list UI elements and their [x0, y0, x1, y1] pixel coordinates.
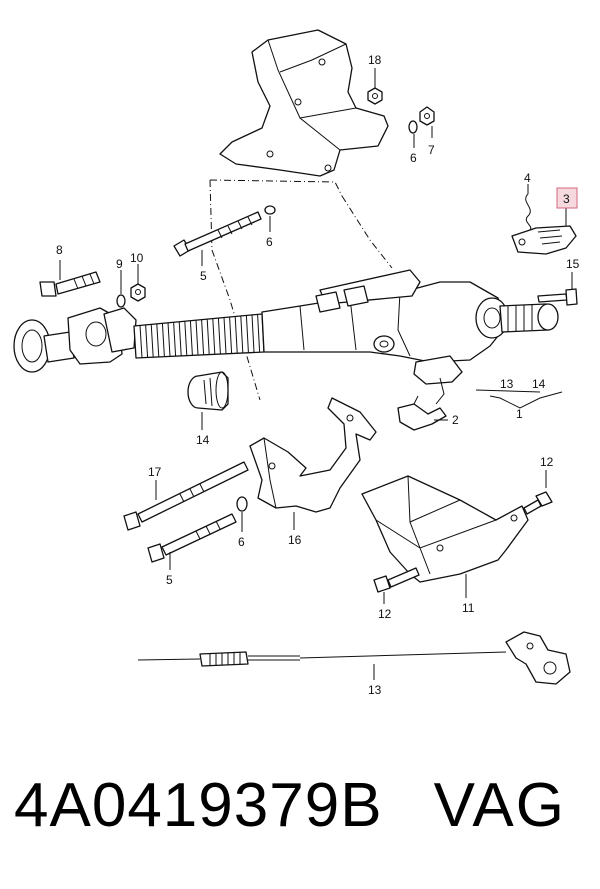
- lever-part-2: [397, 395, 447, 431]
- upper-mounting-bracket: [219, 29, 389, 177]
- callout-2: 2: [452, 413, 459, 427]
- part-number: 4A0419379B: [14, 771, 383, 840]
- bolt-5-lower: [147, 513, 237, 563]
- washer-9: [116, 294, 126, 308]
- mounting-bracket-16: [249, 397, 377, 513]
- steering-column-exploded-diagram: 18 6 7 5 6 8 9 10 4 3 15 13 14 1 2 14 17…: [13, 29, 580, 697]
- brand-label: VAG: [433, 771, 566, 840]
- bolt-12-right: [523, 491, 553, 515]
- callout-12-left: 12: [378, 607, 392, 621]
- steering-column-housing: [261, 269, 559, 363]
- switch-bracket-lower: [413, 355, 463, 405]
- callout-6-lower: 6: [238, 535, 245, 549]
- callout-17: 17: [148, 465, 162, 479]
- callout-7: 7: [428, 143, 435, 157]
- washer-6-mid: [264, 205, 276, 215]
- cable-13: [137, 631, 571, 685]
- universal-joint: [13, 307, 137, 373]
- callout-3: 3: [563, 192, 570, 206]
- washer-6-lower: [236, 496, 248, 512]
- callout-1: 1: [516, 407, 523, 421]
- bracket-11: [361, 475, 529, 583]
- callout-6-mid: 6: [266, 235, 273, 249]
- hex-nut-7: [419, 106, 435, 126]
- corrugated-boot: [133, 313, 265, 359]
- clip-4: [525, 193, 532, 231]
- bolt-5-upper: [173, 211, 262, 257]
- callout-13-upper: 13: [500, 377, 514, 391]
- bolt-17: [123, 461, 249, 531]
- bracket-part-3: [511, 225, 577, 255]
- callout-9: 9: [116, 257, 123, 271]
- footer-caption: 4A0419379B VAG: [0, 770, 600, 870]
- callout-8: 8: [56, 243, 63, 257]
- highlight-box-3: [556, 187, 578, 209]
- callout-4: 4: [524, 171, 531, 185]
- callout-13-lower: 13: [368, 683, 382, 697]
- bush-14: [187, 371, 229, 411]
- callout-18: 18: [368, 53, 382, 67]
- callout-10: 10: [130, 251, 144, 265]
- hex-nut-10: [130, 283, 146, 302]
- hex-nut-18: [367, 87, 383, 105]
- callout-6-upper: 6: [410, 151, 417, 165]
- callout-5-upper: 5: [200, 269, 207, 283]
- callout-14-right: 14: [532, 377, 546, 391]
- callout-labels: 18 6 7 5 6 8 9 10 4 3 15 13 14 1 2 14 17…: [56, 53, 580, 697]
- callout-16: 16: [288, 533, 302, 547]
- callout-15: 15: [566, 257, 580, 271]
- callout-5-lower: 5: [166, 573, 173, 587]
- leader-lines: [59, 68, 573, 680]
- callout-14-left: 14: [196, 433, 210, 447]
- callout-12-right: 12: [540, 455, 554, 469]
- bolt-15: [537, 288, 578, 306]
- bolt-8: [39, 271, 101, 297]
- callout-11: 11: [462, 601, 475, 615]
- washer-6-upper: [408, 120, 418, 134]
- bolt-12-left: [373, 567, 420, 593]
